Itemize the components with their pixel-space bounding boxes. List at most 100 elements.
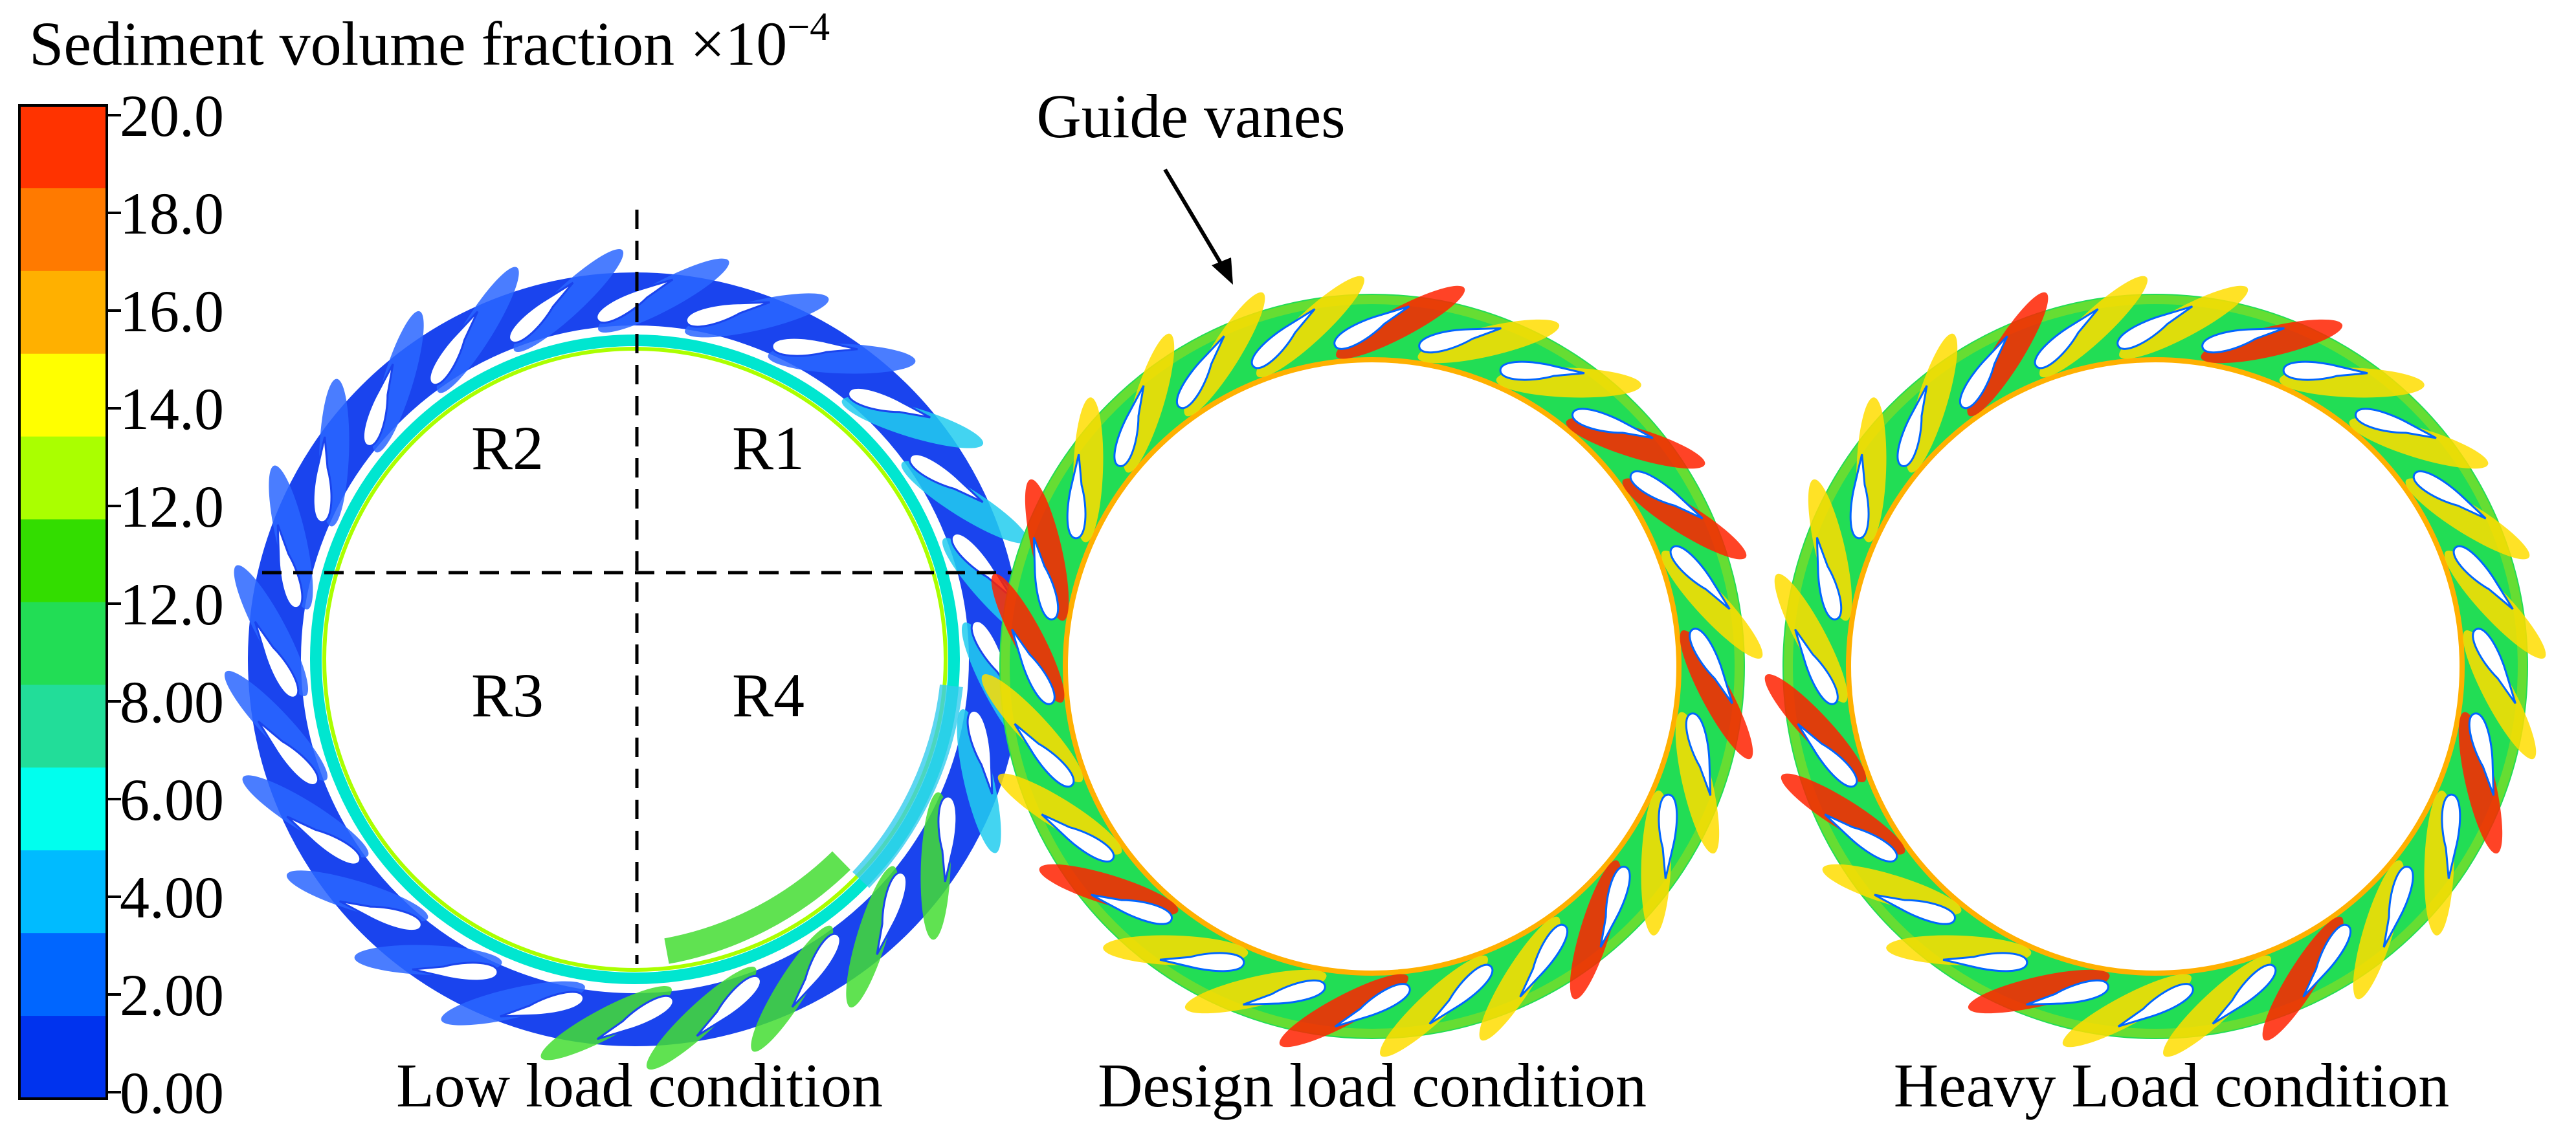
guide-vane: [1685, 712, 1712, 796]
guide-vane: [254, 620, 300, 699]
vane-wake: [957, 709, 1001, 853]
color-bar-tick-label: 0.00: [120, 1060, 224, 1126]
guide-vane: [362, 364, 394, 447]
color-bar: [19, 105, 107, 1099]
guide-vane: [1011, 628, 1056, 705]
guide-vane: [908, 453, 984, 503]
guide-vane: [2282, 360, 2368, 381]
vane-wake: [224, 670, 328, 781]
guide-vane: [1159, 952, 1245, 972]
guide-vane: [2201, 327, 2285, 354]
color-bar-tick-label: 12.0: [120, 571, 224, 637]
color-bar-tick-label: 12.0: [120, 474, 224, 540]
design-load-vanes: [981, 276, 1763, 1057]
guide-vane: [2302, 923, 2352, 998]
guide-vane: [1658, 793, 1678, 879]
vane-wake: [2039, 276, 2148, 378]
guide-vanes-label: Guide vanes: [1036, 82, 1345, 151]
low-load-right-sediment: [852, 684, 963, 888]
guide-vane: [312, 436, 333, 523]
vane-wake: [2163, 955, 2271, 1057]
low-load-inner-band: [310, 335, 960, 984]
vane-wake: [2458, 712, 2503, 854]
vane-wake: [598, 258, 729, 333]
guide-vane: [1797, 723, 1858, 788]
vane-wake: [1774, 573, 1848, 703]
guide-vane: [276, 524, 304, 609]
guide-vane: [2452, 545, 2514, 610]
guide-vane: [1896, 385, 1928, 467]
panel-low-load: R1 R2 R3 R4 Low load condition: [224, 210, 1046, 1120]
guide-vane: [1689, 628, 1733, 705]
heavy-load-inner-edge: [1846, 357, 2465, 976]
vane-wake: [1417, 319, 1560, 364]
guide-vane: [966, 710, 994, 795]
panel-design-load: Guide vanes Design load condition: [981, 82, 1763, 1120]
vane-wake: [1025, 479, 1069, 621]
region-label-r3: R3: [471, 661, 544, 730]
guide-vane: [1599, 866, 1631, 948]
vane-wake: [441, 981, 585, 1026]
guide-vane: [1418, 327, 1502, 354]
guide-vane: [1571, 408, 1654, 439]
guide-vane: [2412, 470, 2487, 520]
guide-vane: [2117, 983, 2194, 1027]
guide-vane: [847, 386, 931, 419]
guide-vane: [1849, 454, 1870, 540]
vane-wake: [2444, 551, 2546, 659]
color-bar-tick-label: 14.0: [120, 376, 224, 442]
vane-wake: [1675, 712, 1720, 854]
color-bar-band: [19, 933, 107, 1017]
guide-vane: [508, 281, 574, 344]
vane-wake: [2119, 285, 2248, 359]
color-bar-tick-label: 4.00: [120, 864, 224, 930]
guide-vane: [1250, 308, 1316, 369]
guide-vane: [1824, 813, 1898, 863]
vane-wake: [1808, 479, 1852, 621]
vane-wake: [1661, 551, 1763, 659]
guide-vane: [596, 994, 674, 1040]
guide-vane: [1091, 894, 1173, 925]
guide-vane: [1175, 335, 1225, 410]
low-load-inner-edge: [322, 347, 948, 972]
vane-wake: [1279, 974, 1408, 1048]
color-bar-band: [19, 519, 107, 603]
legend-title-exponent: −4: [787, 5, 830, 49]
guide-vane: [1333, 305, 1410, 350]
heavy-load-outer-tint: [1784, 295, 2527, 1038]
color-bar-tick-label: 16.0: [120, 278, 224, 344]
panel-heavy-load: Heavy Load condition: [1764, 276, 2546, 1120]
guide-vane: [1243, 979, 1326, 1006]
caption-low-load: Low load condition: [396, 1051, 883, 1120]
color-bar-band: [19, 850, 107, 934]
vane-wake: [540, 985, 672, 1060]
guide-vane: [412, 961, 499, 982]
color-bar-band: [19, 436, 107, 520]
design-load-outer-tint: [1001, 295, 1744, 1038]
color-bar-band: [19, 353, 107, 437]
color-bar-frame: [18, 104, 108, 1100]
vane-wake: [981, 674, 1083, 782]
color-bar-tick-label: 18.0: [120, 181, 224, 247]
guide-vane: [1669, 545, 1731, 610]
guide-vane: [1519, 923, 1569, 998]
color-bar-tick-label: 8.00: [120, 669, 224, 735]
guide-vane: [2468, 712, 2495, 796]
legend-title: Sediment volume fraction ×10−4: [29, 5, 830, 78]
color-bar-tick-label: 20.0: [120, 83, 224, 149]
guide-vane: [1629, 470, 1704, 520]
heavy-load-vanes: [1764, 276, 2546, 1057]
design-load-inner-edge: [1063, 357, 1682, 976]
guide-vane: [1014, 723, 1075, 788]
guide-vane: [2355, 408, 2437, 439]
vane-wake: [1380, 955, 1488, 1057]
vane-wake: [2062, 974, 2192, 1048]
vane-wake: [1256, 276, 1364, 378]
vane-wake: [2201, 319, 2343, 364]
guide-vane: [339, 900, 423, 932]
low-load-vanes: [224, 248, 1046, 1070]
guide-vane: [1041, 813, 1115, 863]
vane-wake: [1680, 630, 1753, 760]
guide-vane: [1334, 983, 1411, 1027]
